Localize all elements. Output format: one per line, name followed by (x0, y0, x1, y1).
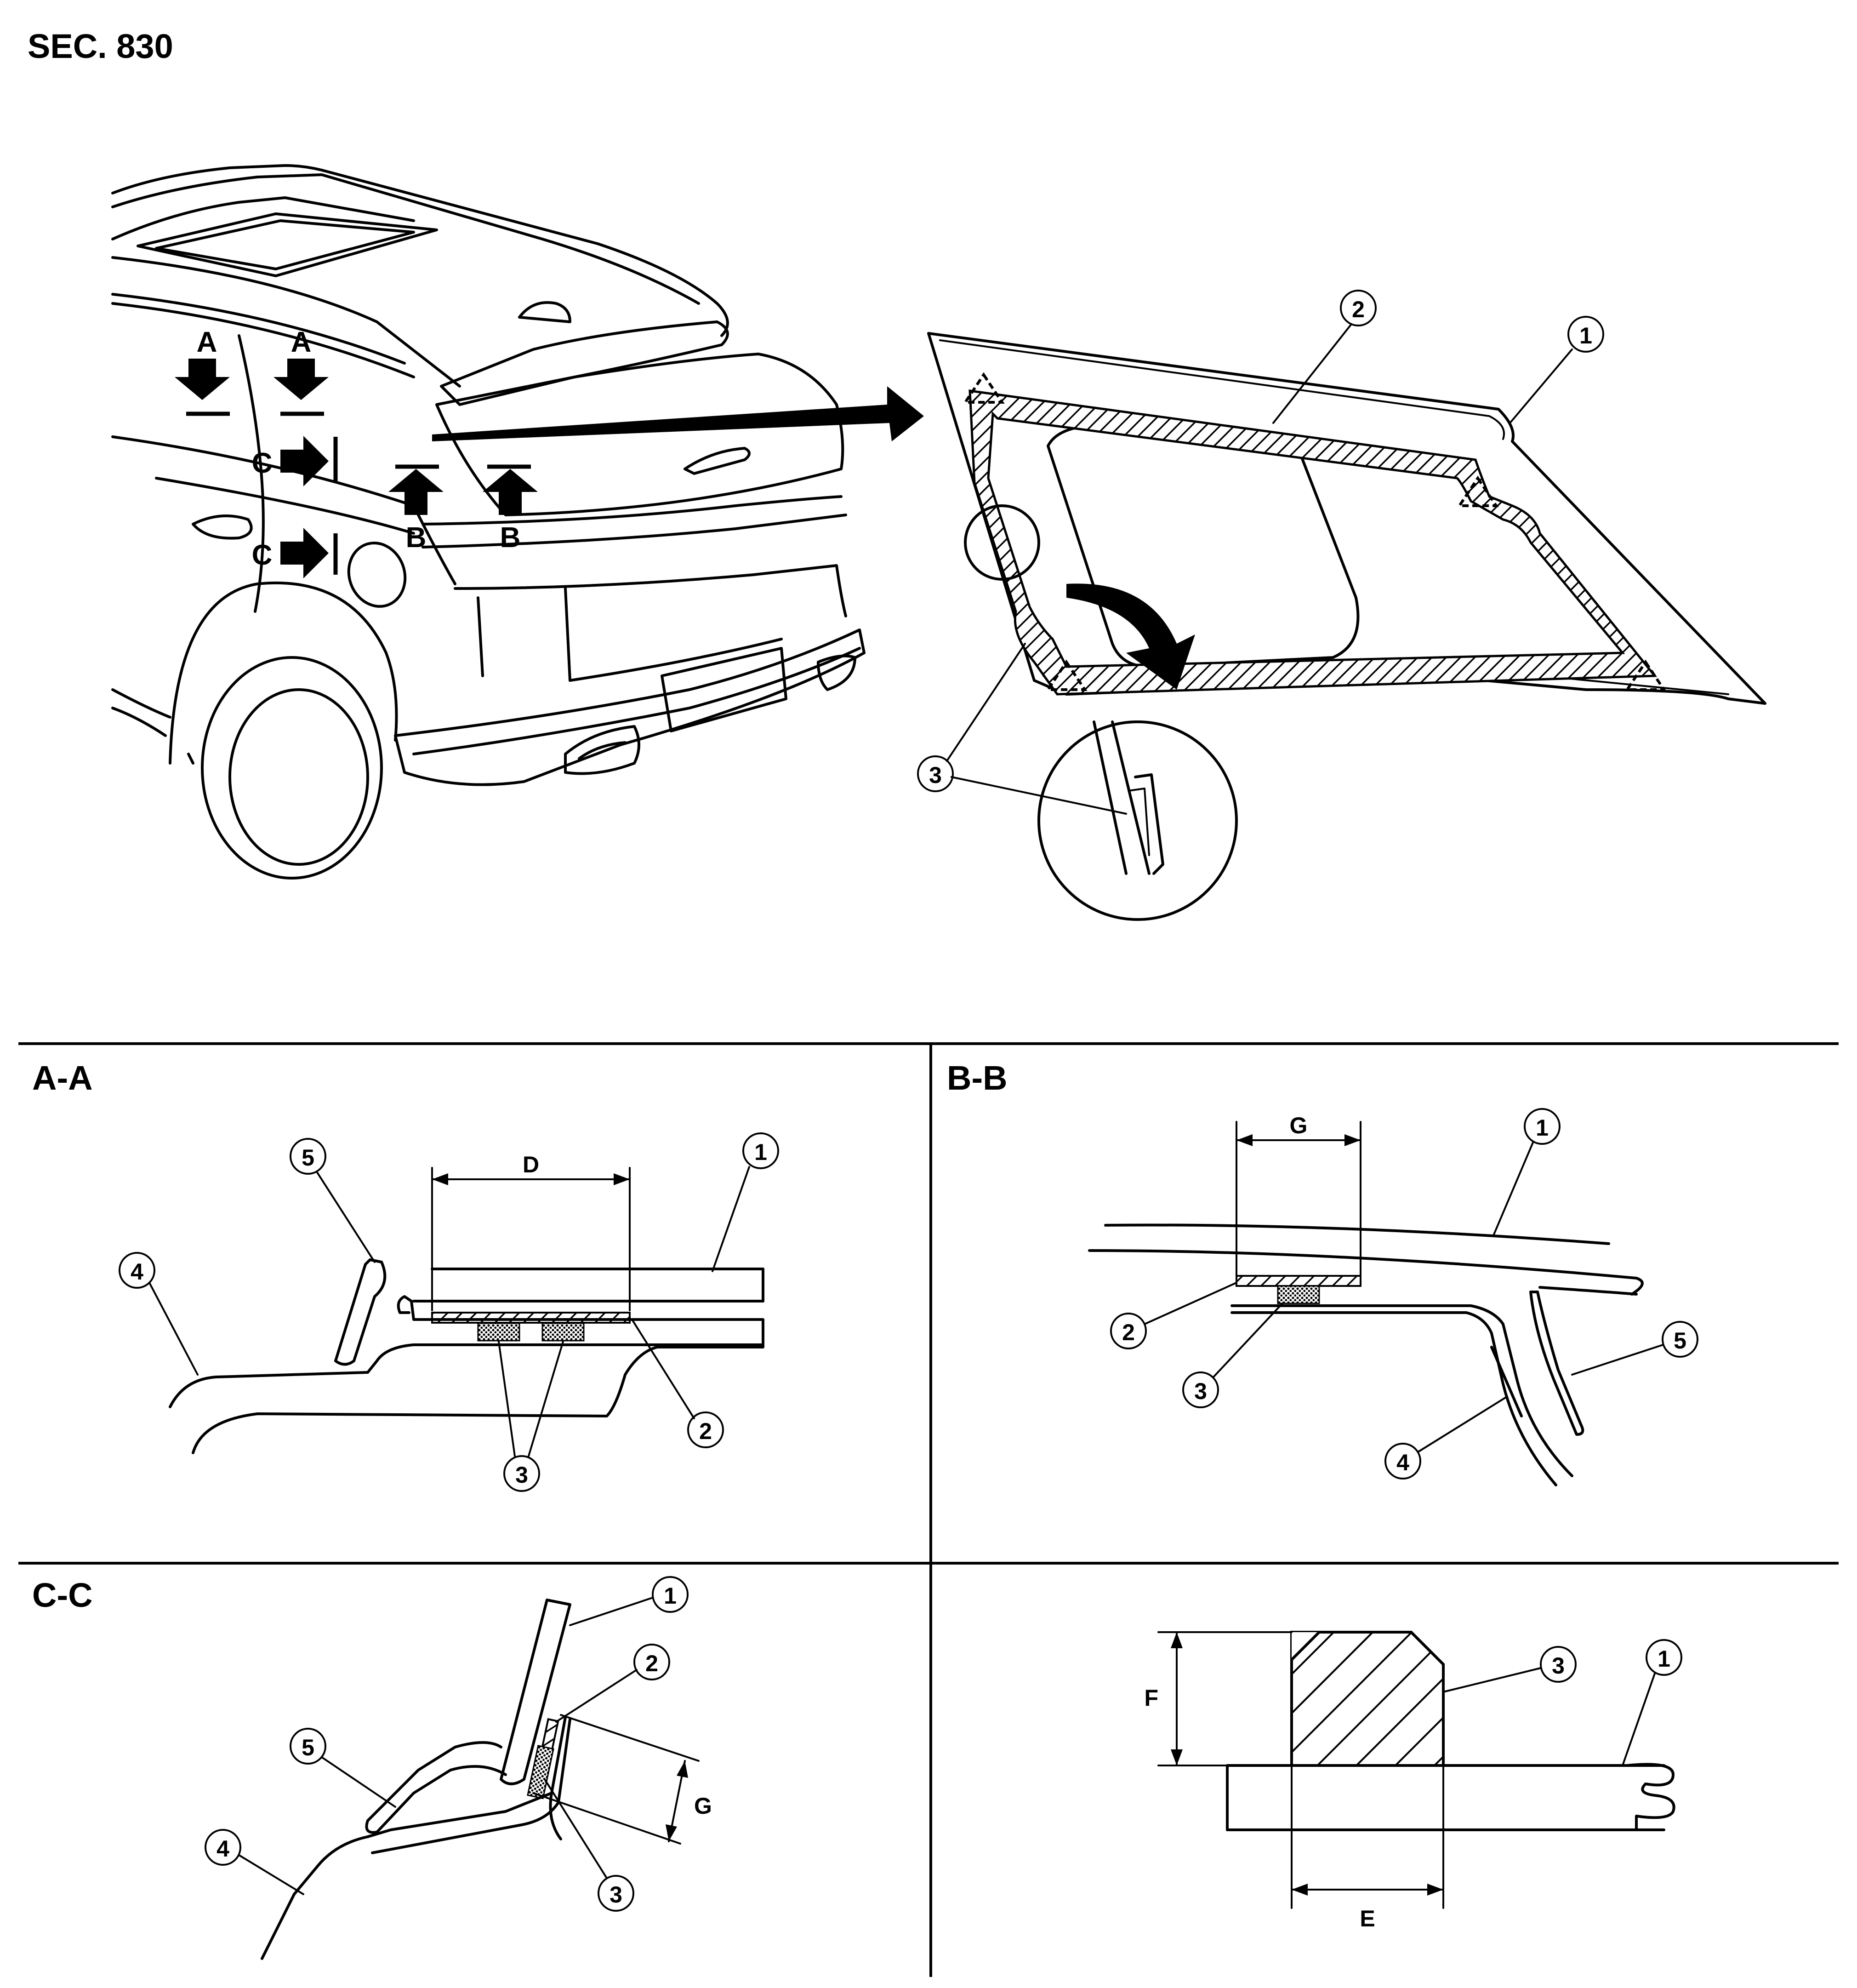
bb-callout-3: 3 (1194, 1378, 1207, 1404)
adhesive-band (968, 389, 1658, 696)
cc-callout-5: 5 (302, 1735, 314, 1760)
aa-callout-3: 3 (515, 1462, 528, 1488)
bead-detail: F E 3 1 (1144, 1631, 1682, 1931)
bb-callout-4: 4 (1396, 1450, 1409, 1475)
callout-2: 2 (1352, 297, 1365, 322)
section-mark-a-right: A (291, 326, 312, 358)
dimension-f: F (1144, 1685, 1158, 1711)
section-mark-a-left: A (197, 326, 217, 358)
callout-1: 1 (1579, 323, 1592, 348)
panel-title-aa: A-A (32, 1059, 93, 1097)
panel-title-cc: C-C (32, 1576, 93, 1614)
vehicle-rear-view: A A B B C C (111, 164, 924, 880)
section-cc: C-C G 1 2 5 4 3 (32, 1576, 712, 1960)
section-arrow-c-bottom (280, 528, 329, 578)
cc-callout-2: 2 (645, 1651, 658, 1676)
bb-callout-1: 1 (1536, 1115, 1549, 1141)
aa-callout-5: 5 (302, 1145, 314, 1171)
cc-callout-4: 4 (216, 1836, 229, 1862)
pointer-arrow (432, 386, 924, 441)
section-arrow-b-right (483, 469, 538, 515)
aa-callout-4: 4 (131, 1259, 143, 1285)
section-aa: A-A D 5 1 4 2 3 (32, 1059, 779, 1492)
bb-callout-2: 2 (1122, 1320, 1135, 1345)
section-arrow-c-top (280, 436, 329, 486)
dimension-g-cc: G (694, 1793, 712, 1819)
quarter-glass-detail: 2 1 3 (917, 290, 1766, 921)
cc-callout-1: 1 (664, 1583, 677, 1609)
panel-title-bb: B-B (947, 1059, 1008, 1097)
ef-callout-3: 3 (1552, 1653, 1565, 1679)
section-arrow-a-right (273, 359, 329, 400)
panel-grid (18, 1042, 1839, 1977)
section-label: SEC. 830 (28, 27, 173, 65)
callout-3: 3 (929, 762, 942, 788)
section-arrow-a-left (175, 359, 230, 400)
section-mark-b-left: B (406, 522, 427, 554)
dimension-g-bb: G (1290, 1113, 1308, 1138)
section-mark-c-top: C (252, 447, 273, 479)
section-mark-c-bottom: C (252, 539, 273, 571)
aa-callout-1: 1 (754, 1139, 767, 1165)
dimension-d: D (523, 1152, 539, 1177)
section-arrow-b-left (388, 469, 444, 515)
section-bb: B-B G 1 2 3 5 4 (947, 1059, 1698, 1486)
section-mark-b-right: B (500, 522, 521, 554)
bb-callout-5: 5 (1674, 1328, 1686, 1354)
ef-callout-1: 1 (1658, 1646, 1670, 1672)
dimension-e: E (1360, 1906, 1375, 1931)
aa-callout-2: 2 (699, 1418, 712, 1444)
cc-callout-3: 3 (610, 1882, 622, 1908)
